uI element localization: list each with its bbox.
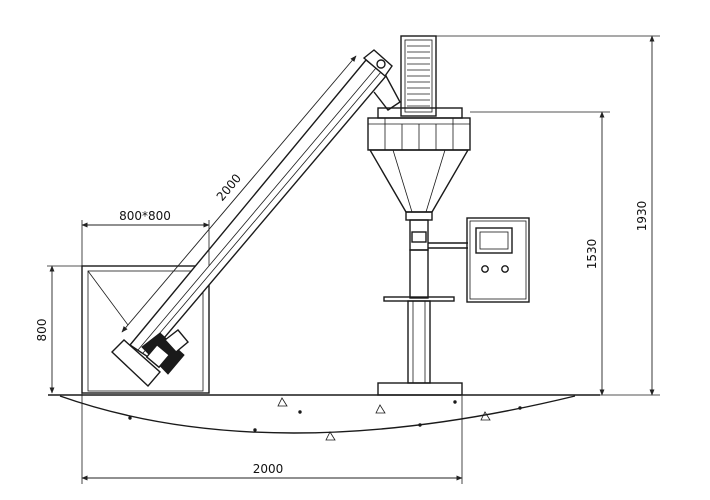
total-height-label: 1930 [635,201,649,232]
machine-height-label: 1530 [585,239,599,270]
ground [48,394,600,441]
motor [110,329,189,388]
base-width-label: 2000 [253,462,284,476]
conveyor-length-label: 2000 [214,171,244,203]
hopper-height-label: 800 [35,319,49,342]
auger-filler [367,35,471,396]
dimension-lines [47,35,660,484]
hopper-size-label: 800*800 [119,209,171,223]
control-box [466,217,530,303]
